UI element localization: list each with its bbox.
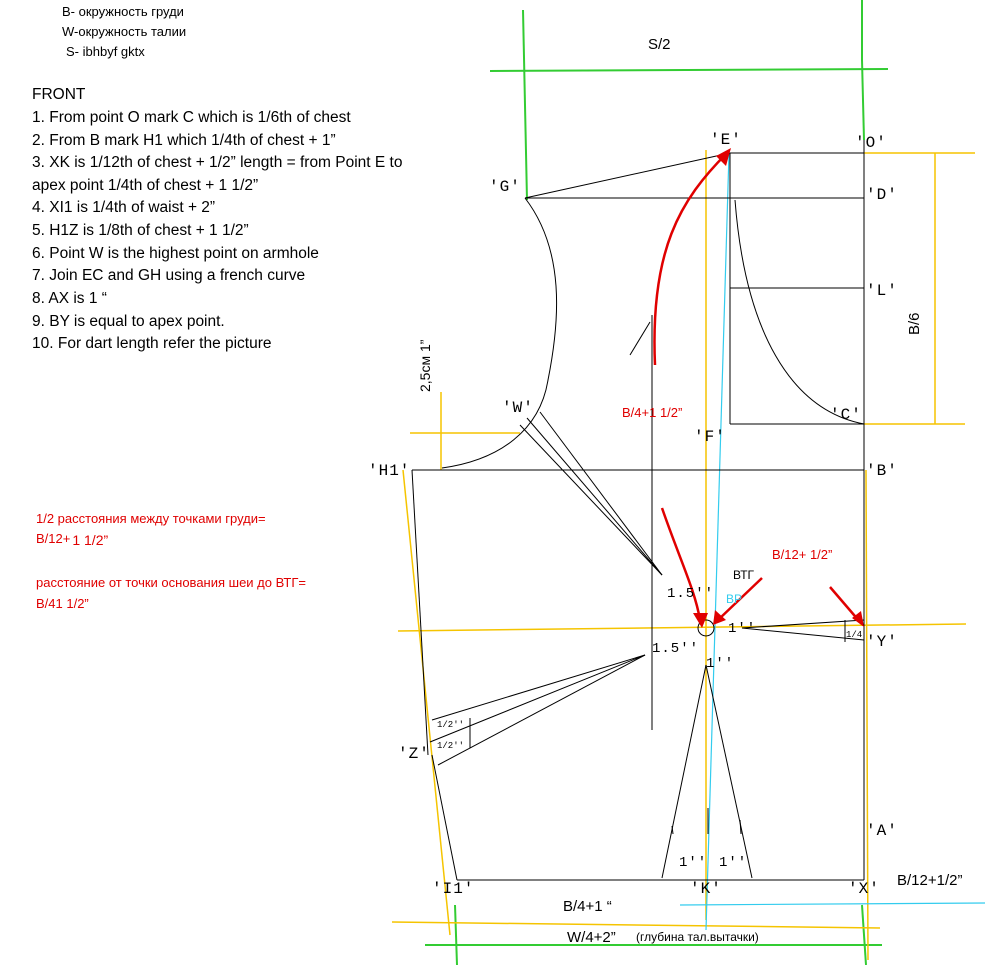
measure-b12-half: B/12+1/2” [897, 872, 963, 889]
measure-waist-dart: (глубина тал.вытачки) [636, 930, 759, 944]
measure-1-below: 1'' [706, 656, 735, 672]
instructions-heading: FRONT [32, 86, 86, 103]
instruction-step-7: 7. Join EC and GH using a french curve [32, 267, 306, 284]
measure-half-lower: 1/2'' [437, 741, 465, 751]
point-g: 'G' [489, 178, 521, 196]
legend-w: W-окружность талии [62, 24, 187, 39]
instruction-step-10: 10. For dart length refer the picture [32, 335, 272, 352]
measure-s2: S/2 [648, 36, 671, 53]
note-half-bust-formula: B/12+ [36, 531, 71, 546]
note-neck-to-bust-line1: расстояние от точки основания шеи до ВТГ… [36, 575, 306, 590]
measure-b4-1: B/4+1 “ [563, 898, 612, 915]
label-bp: BP [726, 592, 743, 606]
label-vtg: ВТГ [733, 568, 755, 582]
measure-b4-red: B/4+1 1/2” [622, 405, 683, 420]
yellow-guides [391, 150, 975, 961]
point-l: 'L' [866, 282, 898, 300]
point-k: 'K' [690, 880, 722, 898]
instruction-step-5: 5. H1Z is 1/8th of chest + 1 1/2” [32, 222, 249, 239]
note-half-bust-line2: B/12+1 1/2” [36, 530, 109, 548]
cyan-guides [679, 152, 986, 931]
measure-1-dart-right: 1'' [719, 855, 748, 871]
note-half-bust-line1: 1/2 расстояния между точками груди= [36, 511, 266, 526]
instruction-step-3-cont: apex point 1/4th of chest + 1 1/2” [32, 177, 259, 194]
point-b: 'B' [866, 462, 898, 480]
green-guides [425, 0, 889, 965]
measure-shoulder: 2,5см 1” [417, 339, 433, 392]
note-half-bust-value: 1 1/2” [72, 532, 109, 548]
point-y: 'Y' [866, 633, 898, 651]
point-z: 'Z' [398, 745, 430, 763]
measure-1-5-lower: 1.5'' [652, 641, 700, 657]
point-w: 'W' [502, 399, 534, 417]
instruction-step-9: 9. BY is equal to apex point. [32, 313, 225, 330]
point-x: 'X' [848, 880, 880, 898]
measure-w4-2: W/4+2” [567, 929, 616, 946]
instruction-step-8: 8. AX is 1 “ [32, 290, 107, 307]
instruction-step-3: 3. XK is 1/12th of chest + 1/2” length =… [32, 154, 403, 171]
instruction-step-4: 4. XI1 is 1/4th of waist + 2” [32, 199, 216, 216]
measure-quarter: 1/4 [846, 630, 863, 640]
legend-s: S- ibhbyf gktx [66, 44, 145, 59]
measure-b12-red: B/12+ 1/2” [772, 547, 833, 562]
point-h1: 'H1' [368, 462, 411, 480]
black-lines [411, 140, 865, 881]
instruction-step-2: 2. From B mark H1 which 1/4th of chest +… [32, 132, 336, 149]
point-a: 'A' [866, 822, 898, 840]
legend-b: B- окружность груди [62, 4, 184, 19]
point-i1: 'I1' [432, 880, 475, 898]
arrow-heads [693, 148, 864, 628]
point-d: 'D' [866, 186, 898, 204]
instruction-step-6: 6. Point W is the highest point on armho… [32, 245, 319, 262]
measure-1-dart-left: 1'' [679, 855, 708, 871]
point-o: 'O' [855, 134, 887, 152]
measure-1-right: 1'' [728, 621, 757, 637]
instruction-step-1: 1. From point O mark C which is 1/6th of… [32, 109, 351, 126]
point-f: 'F' [694, 428, 726, 446]
measure-b6: B/6 [906, 312, 923, 335]
measure-half-upper: 1/2'' [437, 720, 465, 730]
point-e: 'E' [710, 131, 742, 149]
measure-1-5-upper: 1.5'' [667, 586, 715, 602]
point-c: 'C' [830, 406, 862, 424]
note-neck-to-bust-line2: B/41 1/2” [36, 596, 89, 611]
